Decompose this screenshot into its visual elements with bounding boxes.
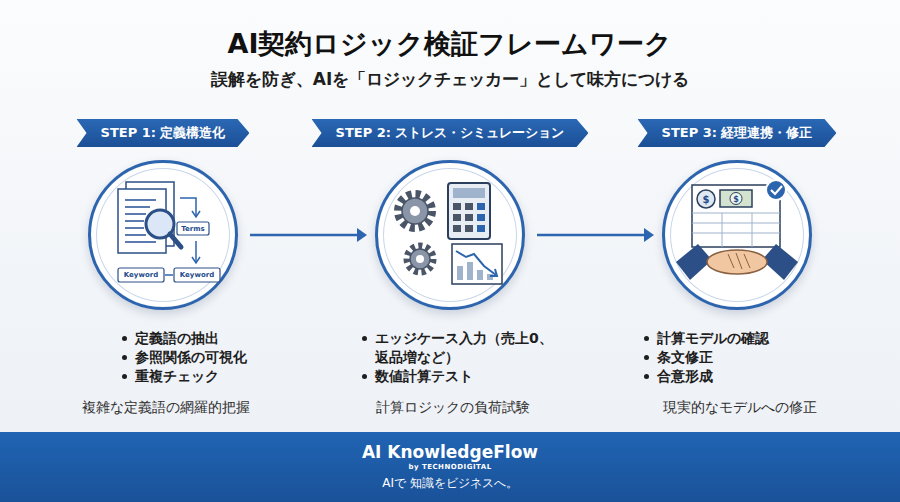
icon-label: Terms	[181, 225, 205, 233]
icon-label: $	[703, 194, 710, 205]
bullet-list: 定義語の抽出参照関係の可視化重複チェック	[121, 329, 321, 386]
bullet-item: 定義語の抽出	[121, 329, 321, 348]
brand-tagline: AIで 知識をビジネスへ。	[382, 474, 518, 492]
bullet-dot	[362, 374, 367, 379]
bullet-text: 条文修正	[657, 349, 713, 365]
bullet-item: 計算モデルの確認	[643, 329, 843, 348]
subtitle: 誤解を防ぎ、AIを「ロジックチェッカー」として味方につける	[0, 68, 900, 91]
bullet-dot	[644, 374, 649, 379]
step-banner: STEP 3: 経理連携・修正	[638, 119, 837, 147]
bullet-dot	[122, 374, 127, 379]
bullet-text: 数値計算テスト	[375, 368, 473, 384]
flow-arrow	[250, 228, 367, 242]
step-banner: STEP 1: 定義構造化	[77, 119, 250, 147]
flow-arrow	[537, 228, 654, 242]
icon-label: $	[733, 194, 739, 203]
step-circle: STEP 2: ストレス・シミュレーションエッジケース入力（売上0、 返品増など…	[375, 160, 525, 310]
bullet-item: 数値計算テスト	[361, 367, 553, 386]
bullet-dot	[362, 336, 367, 341]
bullet-item: 重複チェック	[121, 367, 321, 386]
bullet-text: 計算モデルの確認	[657, 330, 769, 346]
bullet-text: エッジケース入力（売上0、 返品増など）	[375, 330, 553, 365]
icon-label: Keyword	[124, 271, 158, 279]
bullet-item: 合意形成	[643, 367, 843, 386]
bullet-list: 計算モデルの確認条文修正合意形成	[643, 329, 843, 386]
step-summary: 複雑な定義語の網羅的把握	[31, 399, 301, 417]
bullet-text: 定義語の抽出	[135, 330, 219, 346]
step-circle: STEP 3: 経理連携・修正計算モデルの確認条文修正合意形成現実的なモデルへの…	[662, 160, 812, 310]
bullet-text: 重複チェック	[135, 368, 219, 384]
bullet-dot	[644, 355, 649, 360]
brand-byline: by TECHNODIGITAL	[408, 462, 491, 472]
icon-label: Keyword	[180, 271, 214, 279]
bullet-list: エッジケース入力（売上0、 返品増など） 数値計算テスト	[361, 329, 553, 386]
title: AI契約ロジック検証フレームワーク	[0, 26, 900, 62]
step-circle: STEP 1: 定義構造化定義語の抽出参照関係の可視化重複チェック複雑な定義語の…	[88, 160, 238, 310]
footer-band: AI KnowledgeFlowby TECHNODIGITAL AIで 知識をビ…	[0, 432, 900, 502]
step-summary: 計算ロジックの負荷試験	[318, 399, 588, 417]
bullet-dot	[644, 336, 649, 341]
bullet-text: 合意形成	[657, 368, 713, 384]
step-banner: STEP 2: ストレス・シミュレーション	[312, 119, 589, 147]
bullet-dot	[122, 355, 127, 360]
bullet-dot	[122, 336, 127, 341]
bullet-text: 参照関係の可視化	[135, 349, 247, 365]
brand-name: AI KnowledgeFlow	[362, 442, 538, 462]
bullet-item: 条文修正	[643, 348, 843, 367]
bullet-item: 参照関係の可視化	[121, 348, 321, 367]
bullet-item: エッジケース入力（売上0、 返品増など）	[361, 329, 553, 367]
step-summary: 現実的なモデルへの修正	[605, 399, 875, 417]
